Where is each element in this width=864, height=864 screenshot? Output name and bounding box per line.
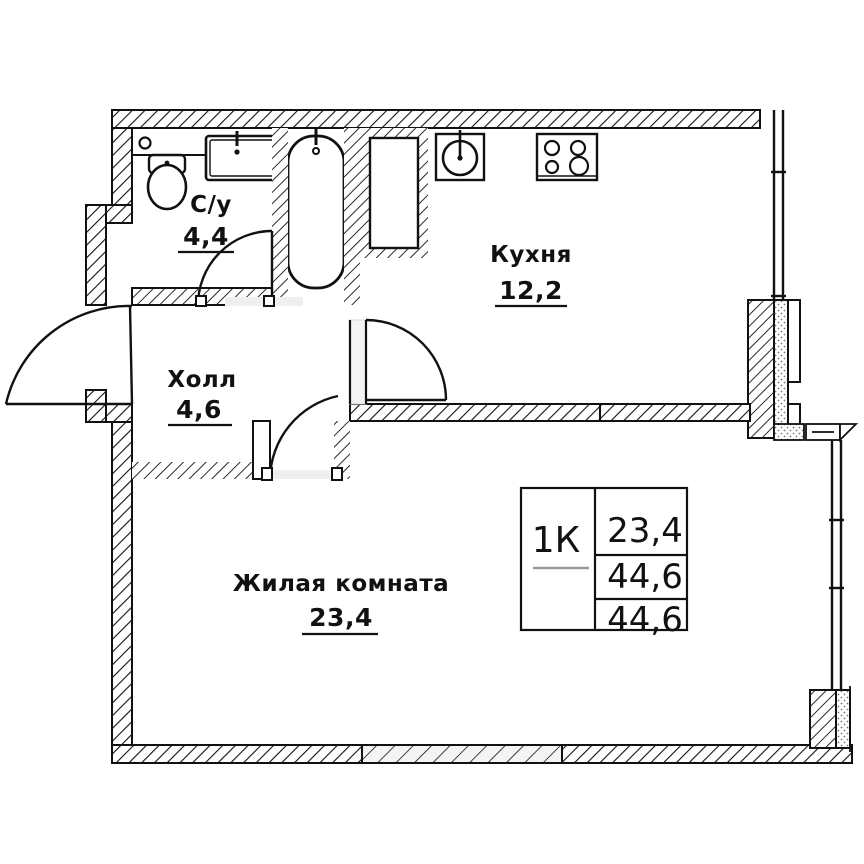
wall-outlet-icon bbox=[138, 136, 152, 150]
exterior-walls bbox=[85, 109, 853, 764]
apartment-info-box: 1К 23,4 44,6 44,6 bbox=[519, 486, 689, 640]
bathtub-icon bbox=[286, 128, 346, 290]
jamb-bathroom-left bbox=[195, 295, 207, 307]
door-jambs bbox=[195, 295, 343, 481]
room-label-hall-name: Холл bbox=[167, 367, 236, 393]
window-right-lower bbox=[829, 440, 844, 690]
wall-left-lower bbox=[111, 421, 133, 749]
jamb-bathroom-right bbox=[263, 295, 275, 307]
room-label-bathroom-area: 4,4 bbox=[183, 222, 229, 251]
utility-shaft bbox=[360, 128, 428, 258]
wall-bath-partition-right bbox=[344, 128, 360, 305]
window-right-upper bbox=[771, 110, 786, 300]
room-label-hall-area: 4,6 bbox=[176, 395, 222, 424]
corner-node-right bbox=[773, 423, 859, 443]
wall-left-upper bbox=[111, 127, 133, 207]
wall-hall-south bbox=[132, 462, 270, 479]
entrance-door bbox=[4, 304, 134, 406]
pier-bottom-right bbox=[809, 686, 851, 752]
wall-bottom-right bbox=[561, 744, 853, 764]
room-label-bathroom-name: С/у bbox=[190, 192, 232, 218]
wall-kitchen-south-left bbox=[349, 403, 601, 422]
wall-left-jog-bottom bbox=[105, 403, 133, 423]
threshold-hall-living bbox=[270, 470, 336, 479]
bathroom-block bbox=[132, 128, 428, 305]
right-facade bbox=[349, 110, 859, 752]
wall-kitchen-south-right bbox=[599, 403, 751, 422]
info-total-area: 44,6 bbox=[607, 557, 683, 597]
room-label-kitchen-area: 12,2 bbox=[499, 276, 563, 305]
hall-to-kitchen-door bbox=[365, 318, 448, 402]
wall-top bbox=[111, 109, 761, 129]
kitchen-fixtures bbox=[434, 130, 599, 182]
sink-icon bbox=[434, 130, 486, 182]
wall-left-recess bbox=[85, 204, 107, 306]
loggia-wall-block bbox=[747, 299, 801, 439]
info-box-frame bbox=[519, 486, 689, 632]
wall-bottom-left bbox=[111, 744, 363, 764]
doors bbox=[4, 229, 448, 480]
window-bottom-infill bbox=[361, 744, 563, 764]
pier-hatch bbox=[809, 689, 837, 749]
loggia-outer-profile bbox=[787, 299, 801, 439]
washbasin-icon bbox=[204, 131, 286, 182]
jamb-living-right bbox=[331, 467, 343, 481]
wall-left-entrance-jamb bbox=[85, 389, 107, 423]
pier-insulation bbox=[835, 689, 851, 749]
loggia-insulation bbox=[773, 299, 789, 439]
toilet-icon bbox=[146, 153, 188, 211]
wall-bath-partition-left bbox=[272, 128, 288, 305]
room-label-kitchen-name: Кухня bbox=[490, 242, 572, 268]
info-living-area: 23,4 bbox=[607, 511, 683, 551]
info-apartment-type: 1К bbox=[532, 520, 580, 561]
wall-hall-right-upper-light bbox=[349, 319, 367, 405]
loggia-wall-hatch bbox=[747, 299, 775, 439]
shaft-inner bbox=[368, 136, 420, 250]
room-label-living-area: 23,4 bbox=[309, 603, 373, 632]
wall-hall-living-vertical bbox=[334, 421, 350, 479]
room-label-living-name: Жилая комната bbox=[233, 571, 449, 597]
info-total-area-with-balcony: 44,6 bbox=[607, 600, 683, 640]
cooktop-icon bbox=[535, 132, 599, 182]
jamb-living-left bbox=[261, 467, 273, 481]
room-labels: С/у 4,4 Кухня 12,2 Холл 4,6 Жилая комнат… bbox=[167, 192, 572, 636]
